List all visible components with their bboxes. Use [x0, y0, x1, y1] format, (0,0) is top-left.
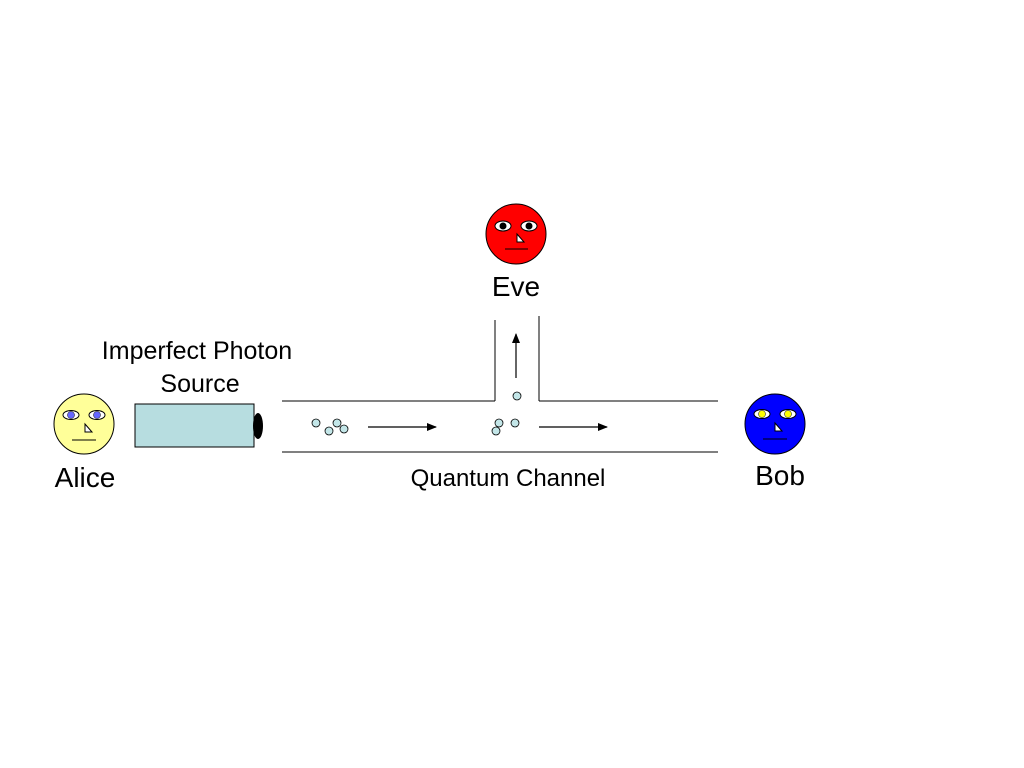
- alice-face-icon: [53, 393, 115, 455]
- quantum-channel: [282, 316, 718, 453]
- photon-up-circle-icon: [512, 391, 522, 401]
- photon-circle-icon: [339, 424, 349, 434]
- photon-circle-icon: [494, 418, 504, 428]
- source-label-line1: Imperfect Photon: [102, 337, 292, 365]
- photon-group-left: [311, 418, 349, 436]
- photon-group-middle: [491, 418, 520, 436]
- photon-source: [134, 403, 263, 448]
- photon-circle-icon: [491, 426, 501, 436]
- alice-label: Alice: [55, 462, 116, 493]
- photon-circle-icon: [332, 418, 342, 428]
- source-label-line2: Source: [160, 370, 239, 398]
- photon-circle-icon: [311, 418, 321, 428]
- bob-label: Bob: [755, 460, 805, 491]
- eve-face-icon: [485, 203, 547, 265]
- photon-circle-icon: [324, 426, 334, 436]
- photon-circle-icon: [510, 418, 520, 428]
- eve-label: Eve: [492, 271, 540, 302]
- bob-face-icon: [744, 393, 806, 455]
- channel-label: Quantum Channel: [411, 465, 606, 492]
